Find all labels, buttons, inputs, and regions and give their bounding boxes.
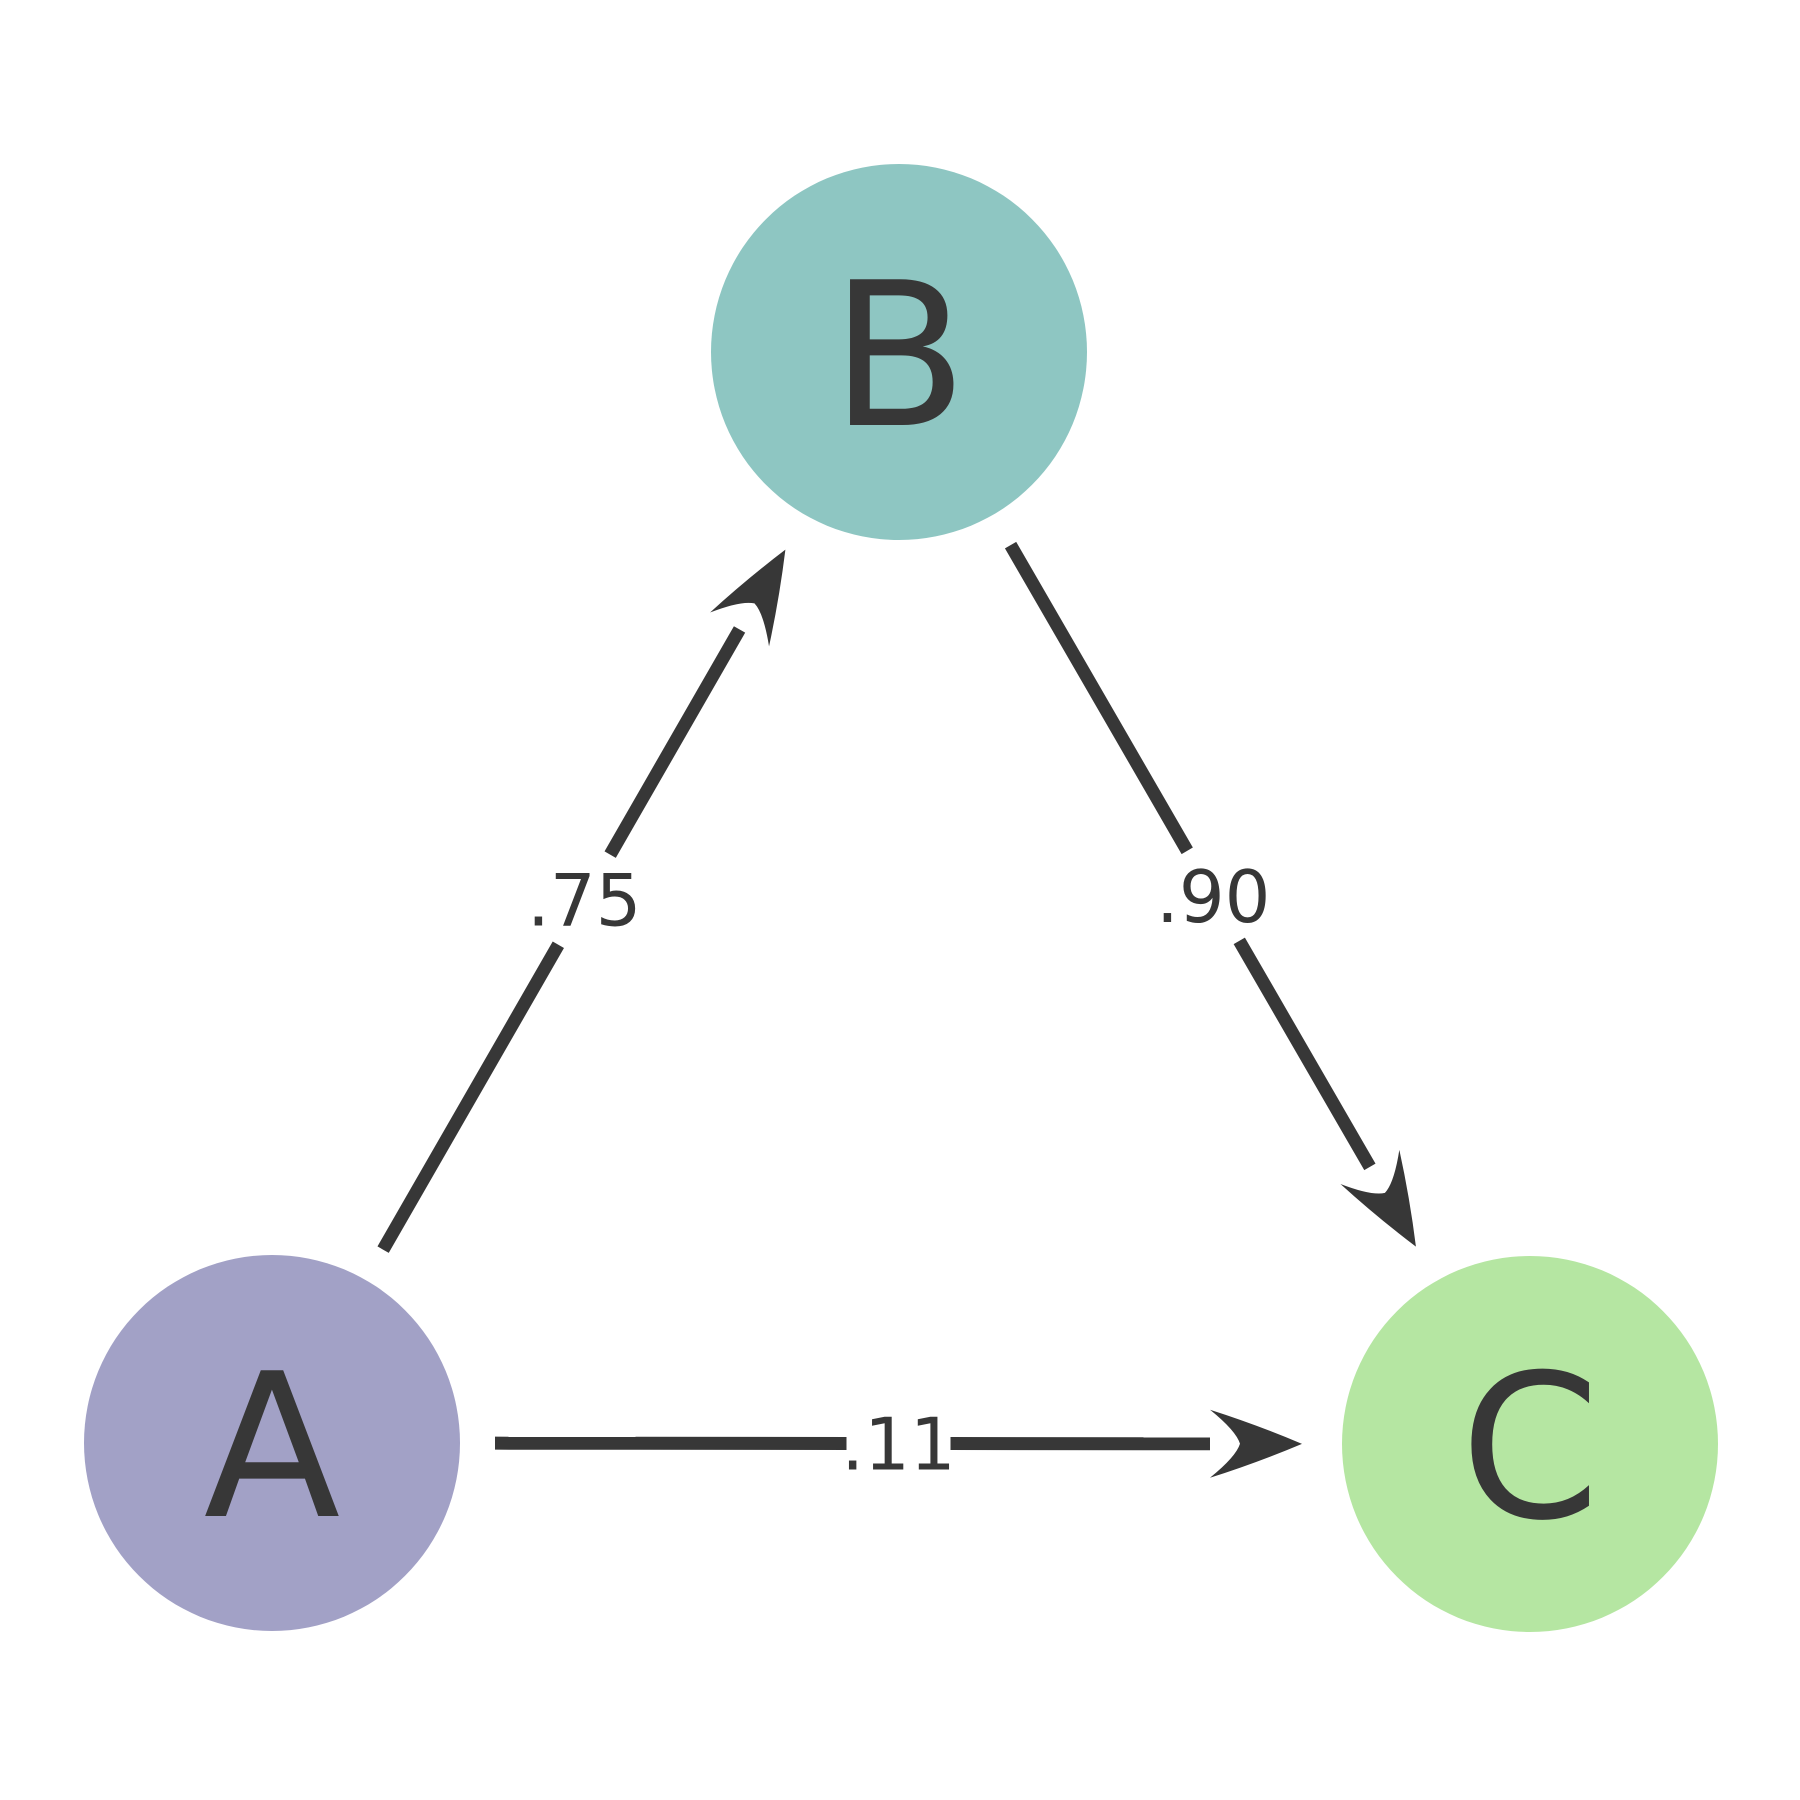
edge-a-b-line-1 (377, 941, 564, 1253)
node-b-circle (711, 164, 1087, 540)
node-c-circle (1342, 1256, 1718, 1632)
node-b: B (711, 164, 1087, 540)
edge-a-c: .11 (494, 1402, 1303, 1486)
edge-b-c-arrowhead-icon (1340, 1149, 1416, 1247)
node-b-label: B (830, 240, 967, 473)
edge-a-b: .75 (377, 549, 786, 1253)
edge-a-b-arrowhead-icon (710, 549, 786, 647)
edge-a-c-weight-label: .11 (841, 1402, 956, 1486)
edge-b-c: .90 (1004, 541, 1416, 1247)
node-c-label: C (1460, 1332, 1600, 1565)
edge-b-c-line-2 (1233, 937, 1376, 1171)
node-a: A (84, 1255, 460, 1631)
edge-b-c-weight-label: .90 (1156, 855, 1271, 939)
edge-a-c-arrowhead-icon (1209, 1409, 1303, 1478)
node-a-circle (84, 1255, 460, 1631)
edge-b-c-line-1 (1004, 541, 1193, 855)
edge-a-b-weight-label: .75 (527, 859, 642, 943)
edge-a-b-line-2 (604, 626, 746, 858)
node-a-label: A (204, 1331, 341, 1564)
node-c: C (1342, 1256, 1718, 1632)
